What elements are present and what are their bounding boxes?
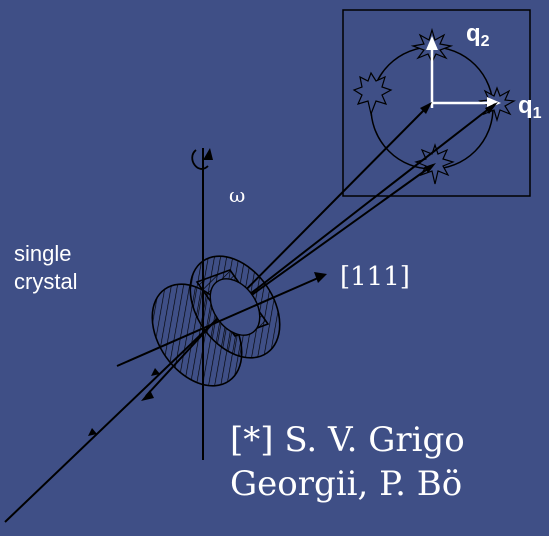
reference-line-2: Georgii, P. Bö: [230, 464, 463, 504]
crystal-label-line1: single: [14, 241, 72, 266]
crystal-label: single crystal: [14, 240, 78, 296]
q2-label: q2: [466, 20, 490, 51]
q1-label-main: q: [518, 92, 533, 119]
q1-label: q1: [518, 92, 542, 123]
rotation-arrowhead: [203, 148, 213, 160]
crystal-label-line2: crystal: [14, 269, 78, 294]
bragg-spot-left: [352, 71, 393, 117]
scattered-arrowhead-bottom: [424, 163, 436, 173]
rotation-arrow: [191, 149, 209, 170]
q2-label-main: q: [466, 20, 481, 47]
incident-arrowhead-lower: [88, 428, 97, 436]
q1-label-sub: 1: [532, 105, 542, 122]
direction-label: [111]: [340, 262, 410, 292]
direction-111-arrow: [116, 277, 319, 367]
detector-box: [342, 9, 531, 197]
rotation-label: ω: [229, 183, 246, 207]
reference-line-1: [*] S. V. Grigo: [230, 420, 465, 460]
q2-arrowhead: [426, 36, 438, 50]
reference-text: [*] S. V. Grigo Georgii, P. Bö: [230, 418, 465, 506]
single-crystal-cylinder: [151, 255, 281, 387]
scattered-arrowhead-q1: [485, 102, 498, 114]
direction-111-arrowhead: [314, 272, 327, 283]
incident-arrowhead-upper: [151, 368, 160, 376]
scattered-arrowhead-q2: [420, 102, 432, 114]
q2-label-sub: 2: [480, 33, 490, 50]
